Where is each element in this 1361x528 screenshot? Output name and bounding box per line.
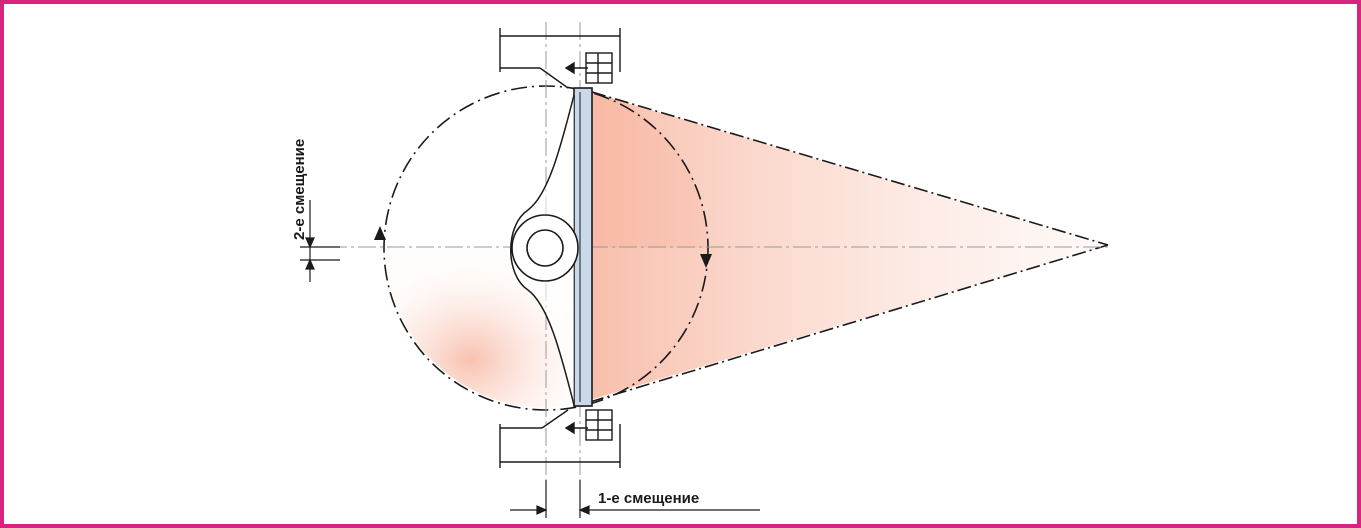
first-offset-dimension — [510, 480, 760, 518]
bottom-flange — [499, 409, 621, 468]
cone-edge-bottom — [589, 244, 1109, 403]
rotation-arrow-left — [374, 226, 386, 240]
first-offset-label: 1-е смещение — [598, 490, 699, 507]
seal-cone — [590, 92, 1108, 400]
top-flange — [499, 28, 621, 89]
cone-edge-top — [591, 91, 1109, 246]
shaft-hub-inner — [526, 229, 564, 267]
second-offset-label: 2-е смещение — [291, 139, 308, 240]
second-offset-dimension — [300, 200, 340, 282]
rotation-arrow-right — [700, 254, 712, 268]
